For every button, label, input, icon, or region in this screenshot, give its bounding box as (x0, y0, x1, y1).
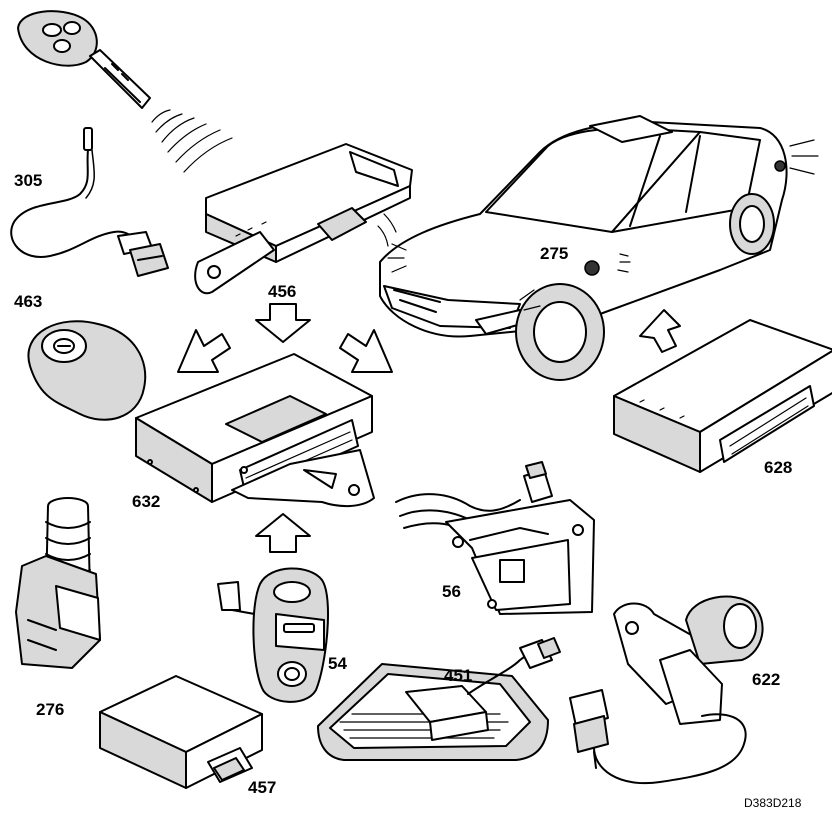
part-label-457: 457 (248, 778, 277, 797)
key-fob-icon (17, 10, 151, 109)
arrow-up-center-icon (255, 513, 311, 553)
part-label-632: 632 (132, 492, 161, 511)
part-label-463: 463 (14, 292, 43, 311)
car-drawing (379, 115, 819, 381)
part-276-actuator-drawing (15, 497, 101, 669)
part-632-module-drawing (135, 353, 375, 508)
part-label-275: 275 (540, 244, 569, 263)
part-622-cylinder-drawing (569, 595, 764, 785)
radio-signal-waves-icon (151, 109, 233, 173)
part-457-box-drawing (99, 675, 263, 789)
part-label-622: 622 (752, 670, 781, 689)
part-305-sensor-drawing (10, 127, 169, 277)
part-463-switch-drawing (27, 320, 147, 421)
part-label-456: 456 (268, 282, 297, 301)
part-56-lock-drawing (395, 461, 595, 615)
part-label-54: 54 (328, 654, 347, 673)
part-451-lamp-drawing (317, 637, 561, 761)
part-label-276: 276 (36, 700, 65, 719)
part-456-module-drawing (194, 143, 413, 295)
arrow-down-icon (255, 303, 311, 343)
part-label-305: 305 (14, 171, 43, 190)
drawing-reference-code: D383D218 (744, 796, 802, 810)
arrow-up-right-icon (339, 329, 393, 373)
arrow-up-right-small-icon (639, 309, 681, 353)
arrow-up-left-icon (177, 329, 231, 373)
part-54-switch-drawing (217, 567, 330, 703)
part-label-56: 56 (442, 582, 461, 601)
part-label-451: 451 (444, 666, 473, 685)
part-label-628: 628 (764, 458, 793, 477)
part-628-module-drawing (613, 319, 832, 473)
